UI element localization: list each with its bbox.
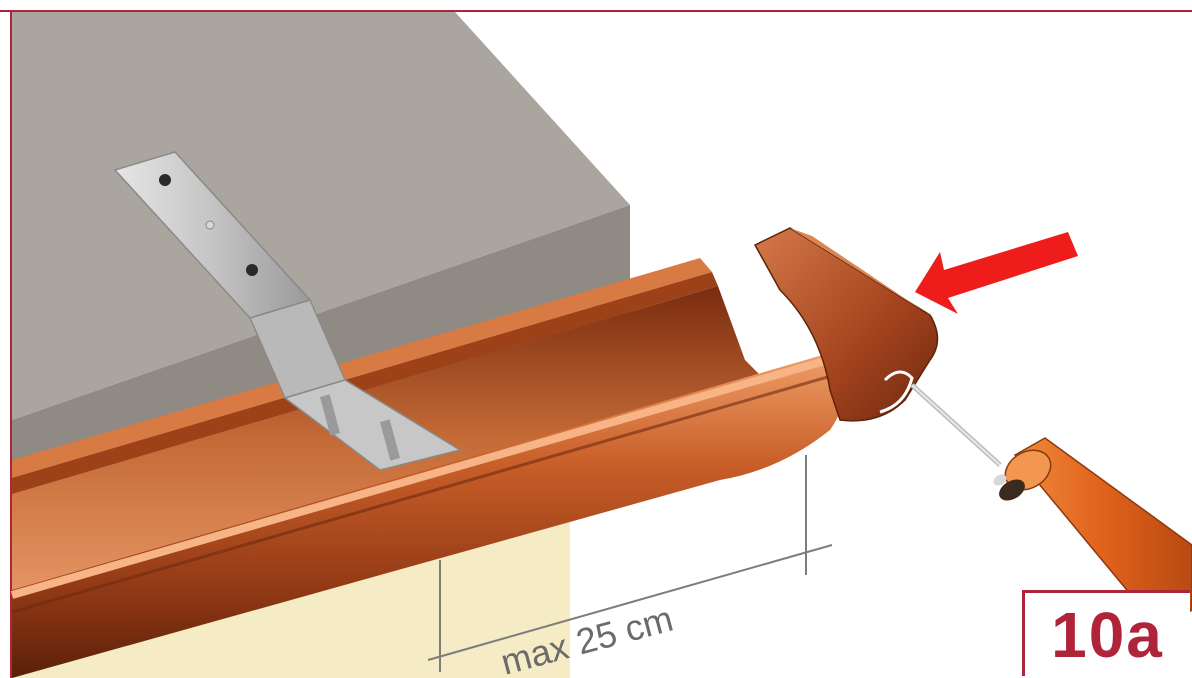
step-badge: 10a xyxy=(1022,590,1190,676)
step-number: 10a xyxy=(1051,598,1164,671)
insert-direction-arrow xyxy=(915,232,1078,314)
gutter-back-rim xyxy=(12,258,712,478)
gutter-hook-icon xyxy=(113,151,462,471)
gutter-end-cap xyxy=(753,227,940,422)
fascia-board-top xyxy=(12,12,630,420)
